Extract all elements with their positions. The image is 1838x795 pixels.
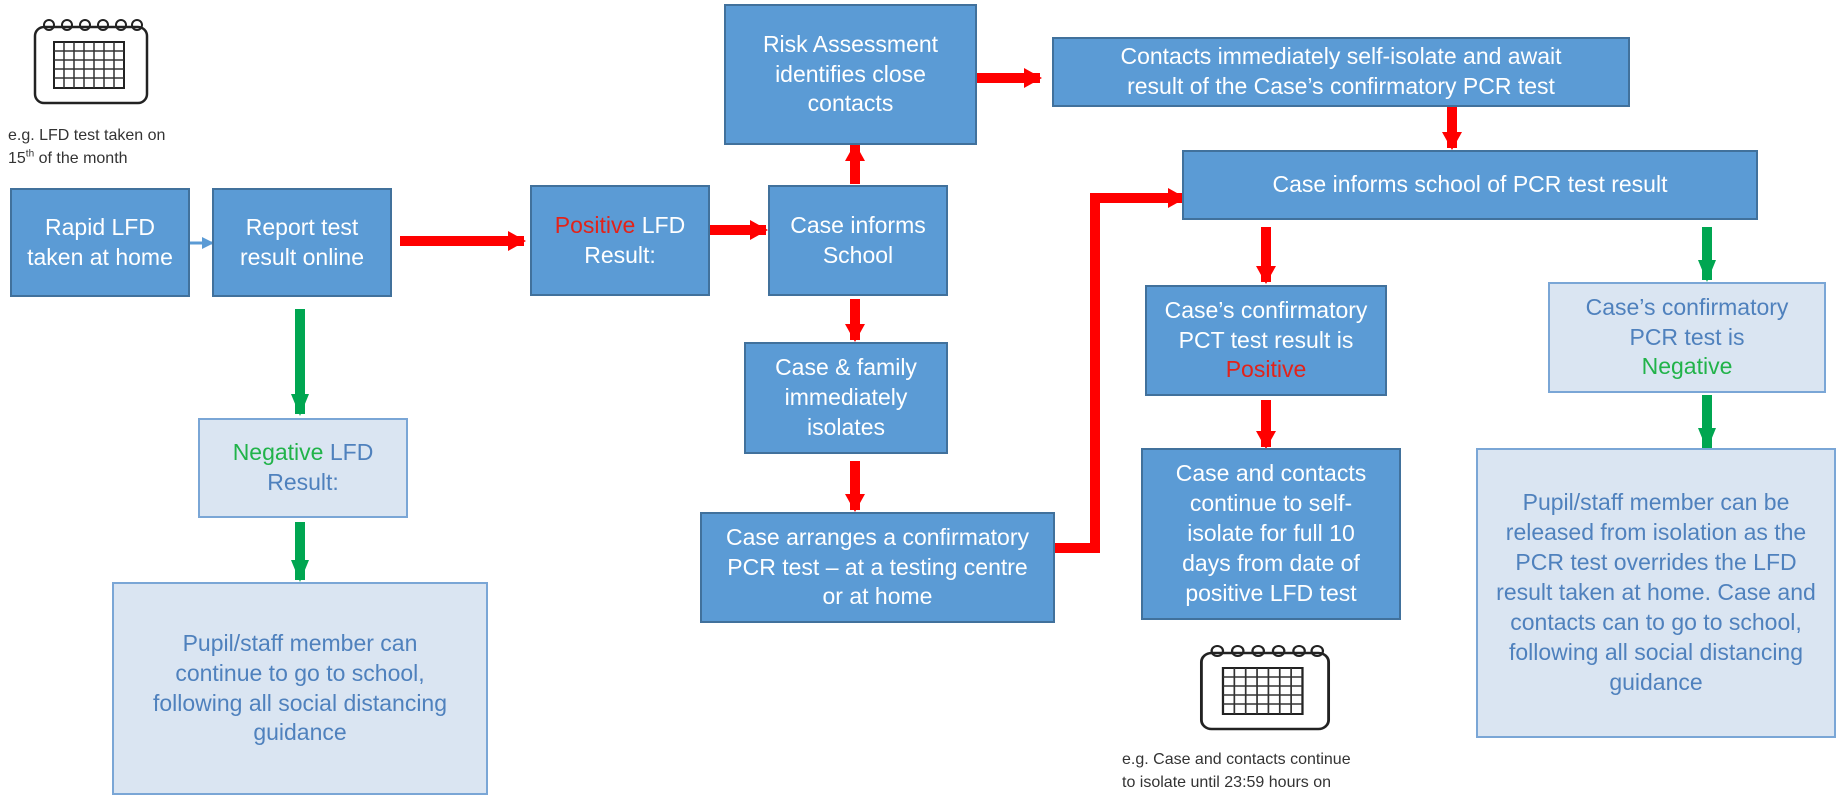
rapid-lfd-box: Rapid LFD taken at home	[10, 188, 190, 297]
pcr-negative-box: Case’s confirmatory PCR test is Negative	[1548, 282, 1826, 393]
pcr-negative-label: Case’s confirmatory PCR test is Negative	[1550, 289, 1824, 387]
arranges-pcr-label: Case arranges a confirmatory PCR test – …	[726, 523, 1029, 610]
continue-isolate-label: Case and contacts continue to self-isola…	[1175, 460, 1367, 606]
arrow-arranges-to-informs-pcr	[1055, 188, 1186, 553]
positive-keyword: Positive	[554, 211, 636, 238]
case-informs-school-box: Case informs School	[768, 185, 948, 296]
positive-lfd-box: Positive LFD Result:	[530, 185, 710, 296]
negative-keyword: Negative	[1641, 353, 1733, 380]
calendar-caption-line1: e.g. Case and contacts continue	[1122, 751, 1351, 768]
positive-lfd-rest: LFD Result:	[584, 211, 686, 268]
continue-school-label: Pupil/staff member can continue to go to…	[152, 629, 448, 746]
pcr-negative-text: Case’s confirmatory PCR test is	[1585, 293, 1789, 350]
release-isolation-box: Pupil/staff member can be released from …	[1476, 448, 1836, 738]
negative-keyword: Negative	[232, 439, 324, 466]
calendar-caption-line2: 15th of the month	[8, 147, 165, 170]
calendar-icon	[33, 19, 149, 105]
negative-lfd-label: Negative LFD Result:	[200, 434, 406, 502]
negative-lfd-rest: LFD Result:	[267, 439, 374, 495]
contacts-isolate-label: Contacts immediately self-isolate and aw…	[1120, 43, 1562, 99]
positive-lfd-label: Positive LFD Result:	[532, 207, 708, 275]
caption-day-rest: of the month	[34, 150, 128, 168]
calendar-caption-lfd: e.g. LFD test taken on 15th of the month	[8, 124, 165, 170]
family-isolates-label: Case & family immediately isolates	[775, 354, 917, 440]
informs-pcr-result-label: Case informs school of PCR test result	[1272, 171, 1668, 198]
pct-positive-text: Case’s confirmatory PCT test result is	[1164, 296, 1368, 353]
calendar-icon	[1199, 645, 1331, 731]
family-isolates-box: Case & family immediately isolates	[744, 342, 948, 454]
continue-isolate-box: Case and contacts continue to self-isola…	[1141, 448, 1401, 620]
arranges-pcr-box: Case arranges a confirmatory PCR test – …	[700, 512, 1055, 623]
calendar-caption-line1: e.g. LFD test taken on	[8, 127, 166, 144]
rapid-lfd-label: Rapid LFD taken at home	[27, 213, 173, 270]
risk-assessment-label: Risk Assessment identifies close contact…	[762, 30, 939, 117]
informs-pcr-result-box: Case informs school of PCR test result	[1182, 150, 1758, 220]
pct-positive-box: Case’s confirmatory PCT test result is Po…	[1145, 285, 1387, 396]
risk-assessment-box: Risk Assessment identifies close contact…	[724, 4, 977, 145]
calendar-caption-isolation: e.g. Case and contacts continue to isola…	[1122, 748, 1351, 794]
release-isolation-label: Pupil/staff member can be released from …	[1496, 489, 1816, 695]
caption-day-suffix: th	[25, 148, 35, 160]
negative-lfd-box: Negative LFD Result:	[198, 418, 408, 518]
calendar-caption-line2: to isolate until 23:59 hours on	[1122, 774, 1332, 792]
report-online-box: Report test result online	[212, 188, 392, 297]
continue-school-box: Pupil/staff member can continue to go to…	[112, 582, 488, 795]
caption-day-number: 15	[8, 150, 26, 168]
pct-positive-label: Case’s confirmatory PCT test result is Po…	[1147, 292, 1385, 390]
contacts-isolate-box: Contacts immediately self-isolate and aw…	[1052, 37, 1630, 107]
report-online-label: Report test result online	[239, 213, 365, 270]
positive-keyword: Positive	[1225, 356, 1307, 383]
case-informs-school-label: Case informs School	[790, 211, 926, 268]
